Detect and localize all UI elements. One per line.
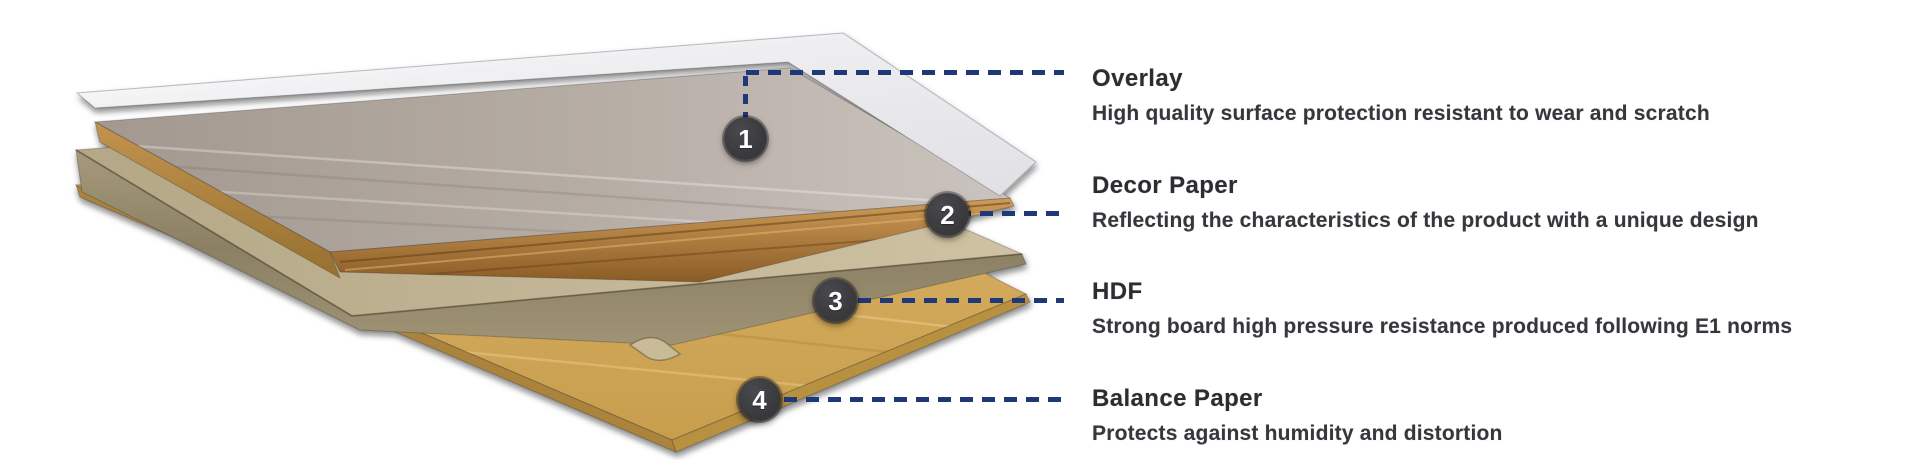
layer-3-title: HDF	[1092, 278, 1143, 305]
layer-2-description: Reflecting the characteristics of the pr…	[1092, 209, 1759, 232]
layer-3-number: 3	[828, 285, 843, 316]
layer-4-title: Balance Paper	[1092, 385, 1263, 412]
layer-1-description: High quality surface protection resistan…	[1092, 102, 1710, 125]
layer-1-title: Overlay	[1092, 65, 1183, 92]
layer-4-label: Balance Paper Protects against humidity …	[1092, 384, 1892, 447]
layer-1-badge: 1	[724, 117, 767, 160]
layer-3-label: HDF Strong board high pressure resistanc…	[1092, 277, 1892, 340]
layer-1-label: Overlay High quality surface protection …	[1092, 64, 1892, 127]
layer-4-leader-line	[784, 397, 1064, 402]
layer-2-title: Decor Paper	[1092, 172, 1238, 199]
layer-2-label: Decor Paper Reflecting the characteristi…	[1092, 171, 1892, 234]
layer-4-number: 4	[752, 384, 767, 415]
layer-2-number: 2	[940, 199, 955, 230]
layer-1-number: 1	[738, 123, 753, 154]
overlay-layer-shape	[75, 32, 1037, 197]
layer-2-badge: 2	[926, 193, 969, 236]
layer-3-badge: 3	[814, 279, 857, 322]
layer-1-leader-connector	[743, 76, 748, 118]
layer-3-description: Strong board high pressure resistance pr…	[1092, 315, 1793, 338]
layer-4-badge: 4	[738, 378, 781, 421]
layer-stack-illustration	[74, 32, 1037, 453]
layer-1-leader-line	[746, 70, 1064, 75]
layer-4-description: Protects against humidity and distortion	[1092, 422, 1503, 445]
layer-3-leader-line	[858, 298, 1064, 303]
decor-paper-layer-shape	[93, 67, 1015, 283]
layer-2-leader-line	[958, 211, 1064, 216]
